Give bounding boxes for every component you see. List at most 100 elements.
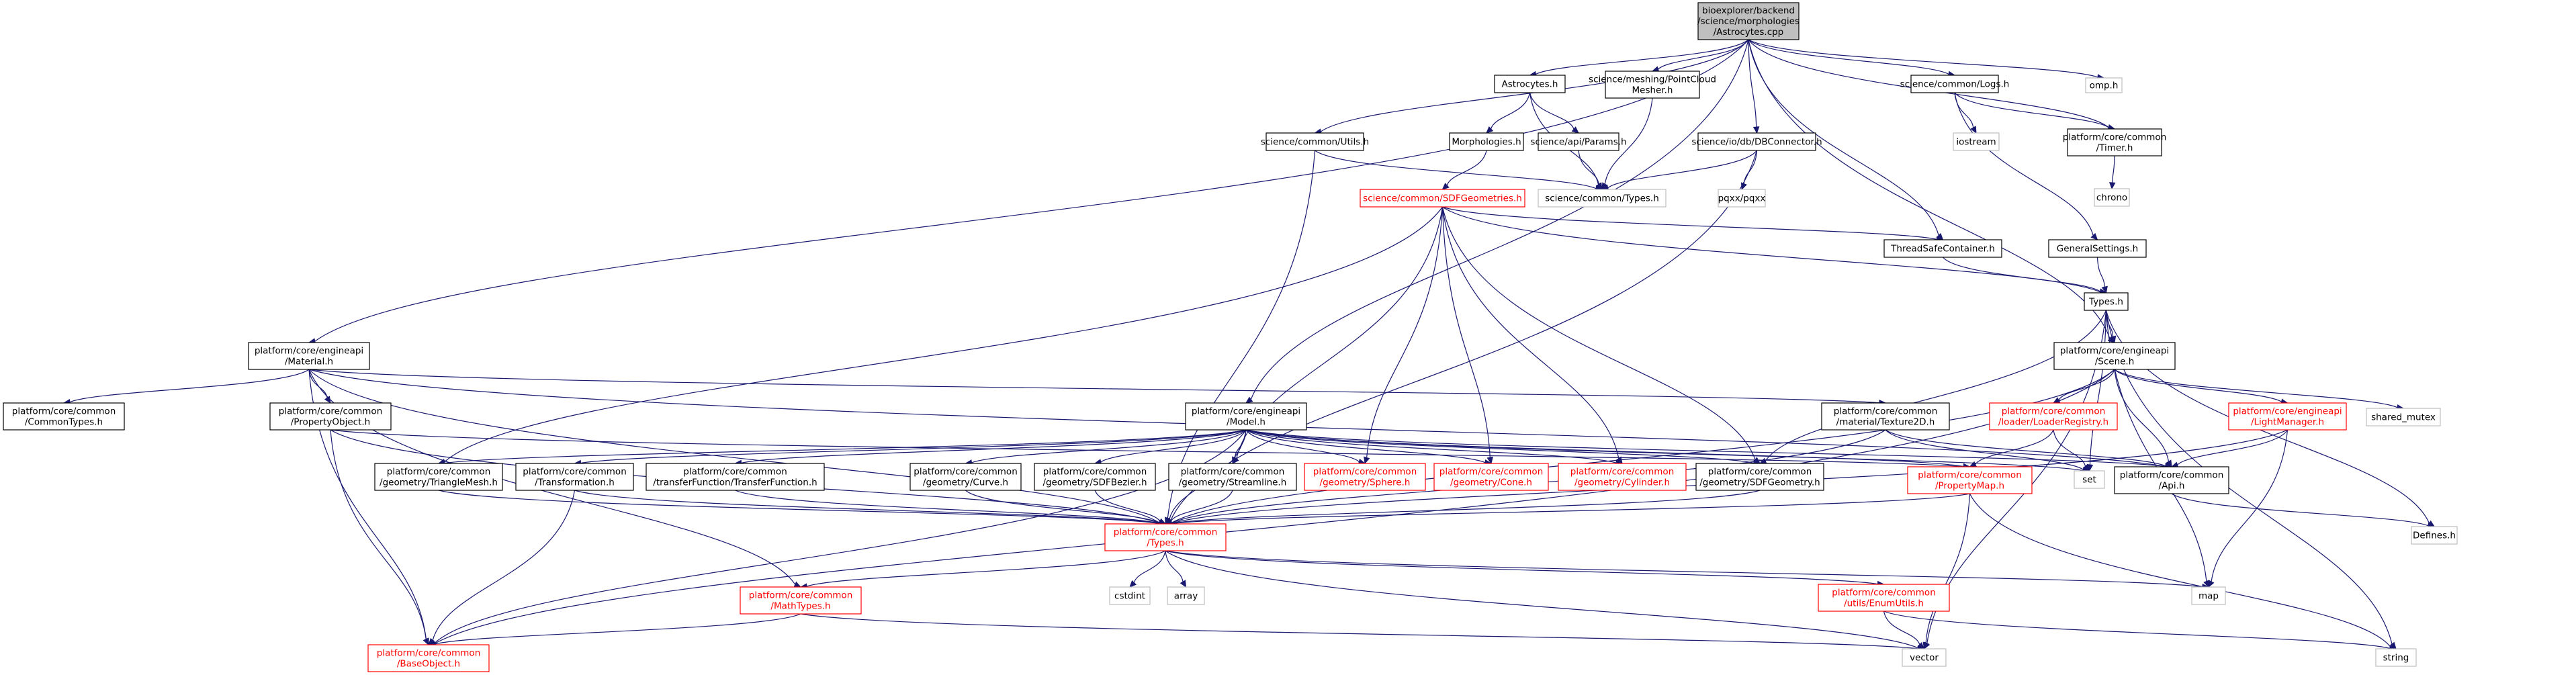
edge-sdfgeom-to-sphere	[1366, 206, 1444, 458]
node-types-h[interactable]: Types.h	[2084, 292, 2129, 311]
node-label: platform/core/common	[749, 590, 853, 601]
node-label: platform/core/common	[1834, 406, 1938, 417]
node-cone[interactable]: platform/core/common/geometry/Cone.h	[1433, 463, 1549, 491]
node-box	[1989, 402, 2118, 431]
node-box	[1910, 75, 1999, 93]
node-label: /geometry/Streamline.h	[1179, 478, 1287, 488]
edge-common_types-to-cstdint	[1133, 550, 1166, 583]
node-astrocytes-h[interactable]: Astrocytes.h	[1494, 75, 1566, 93]
node-morphologies[interactable]: Morphologies.h	[1449, 132, 1524, 151]
node-box	[2366, 408, 2441, 426]
node-curve[interactable]: platform/core/common/geometry/Curve.h	[909, 463, 1022, 491]
node-trianglemesh[interactable]: platform/core/common/geometry/TriangleMe…	[374, 463, 503, 491]
node-commontypes[interactable]: platform/core/common/CommonTypes.h	[3, 402, 125, 431]
node-utils[interactable]: science/common/Utils.h	[1261, 132, 1369, 151]
node-label: map	[2199, 591, 2219, 602]
node-label: /Material.h	[285, 357, 333, 367]
node-transformation[interactable]: platform/core/common/Transformation.h	[515, 463, 634, 491]
node-lightmgr[interactable]: platform/core/engineapi/LightManager.h	[2228, 402, 2347, 431]
edge-root-to-pointcloud	[1658, 39, 1749, 70]
node-label: Mesher.h	[1632, 85, 1673, 96]
node-box	[1538, 132, 1619, 151]
node-sdfgeom[interactable]: science/common/SDFGeometries.h	[1360, 189, 1525, 208]
node-box	[2074, 470, 2105, 489]
node-model[interactable]: platform/core/engineapi/Model.h	[1185, 402, 1307, 431]
node-streamline[interactable]: platform/core/common/geometry/Streamline…	[1168, 463, 1297, 491]
edge-loaderreg-to-propmap	[1975, 429, 2054, 465]
node-timer[interactable]: platform/core/common/Timer.h	[2063, 128, 2167, 156]
edge-scene-to-lightmgr	[2114, 369, 2282, 402]
edge-enumutils-to-string	[1883, 611, 2391, 649]
node-label: platform/core/engineapi	[1192, 406, 1300, 417]
arrowhead-dbconn-to-pqxx	[1740, 182, 1747, 191]
node-box	[1185, 402, 1307, 431]
edge-params-to-sci_types	[1578, 150, 1599, 185]
node-box	[1034, 463, 1156, 491]
node-label: /material/Texture2D.h	[1836, 417, 1935, 428]
node-dbconn[interactable]: science/io/db/DBConnector.h	[1691, 132, 1822, 151]
node-texture2d[interactable]: platform/core/common/material/Texture2D.…	[1821, 402, 1950, 431]
node-mathtypes[interactable]: platform/core/common/MathTypes.h	[740, 586, 862, 615]
edge-sdfgeometry-to-common_types	[1171, 490, 1761, 525]
edge-model-to-set	[1245, 429, 2084, 471]
node-box	[1558, 463, 1687, 491]
edge-loaderreg-to-set	[2053, 429, 2086, 467]
node-baseobject[interactable]: platform/core/common/BaseObject.h	[367, 644, 490, 672]
node-enumutils[interactable]: platform/core/common/utils/EnumUtils.h	[1818, 584, 1950, 612]
node-label: platform/core/common	[1439, 467, 1544, 478]
node-root[interactable]: bioexplorer/backend/science/morphologies…	[1697, 2, 1800, 40]
node-box	[2375, 648, 2417, 667]
node-set: set	[2074, 470, 2105, 489]
node-scene[interactable]: platform/core/engineapi/Scene.h	[2053, 342, 2176, 370]
node-sdfbezier[interactable]: platform/core/common/geometry/SDFBezier.…	[1034, 463, 1156, 491]
edge-model-to-trianglemesh	[444, 429, 1247, 464]
node-label: array	[1174, 591, 1198, 602]
node-label: /geometry/Sphere.h	[1320, 478, 1411, 488]
node-box	[1538, 189, 1667, 208]
node-label: /Astrocytes.cpp	[1714, 27, 1784, 38]
node-sphere[interactable]: platform/core/common/geometry/Sphere.h	[1304, 463, 1426, 491]
node-label: /CommonTypes.h	[25, 417, 103, 428]
node-box	[1697, 132, 1816, 151]
node-box	[1902, 648, 1947, 667]
edge-material-to-texture2d	[308, 369, 1880, 404]
arrowhead-root-to-model	[1245, 396, 1253, 404]
node-defines: Defines.h	[2411, 526, 2458, 545]
edge-model-to-api	[1245, 429, 2166, 467]
node-loaderreg[interactable]: platform/core/common/loader/LoaderRegist…	[1989, 402, 2118, 431]
node-cylinder[interactable]: platform/core/common/geometry/Cylinder.h	[1558, 463, 1687, 491]
node-label: /Transformation.h	[535, 478, 615, 488]
node-gensettings[interactable]: GeneralSettings.h	[2048, 239, 2147, 258]
edge-logs-to-gensettings	[1954, 92, 2094, 236]
node-box	[2411, 526, 2458, 545]
node-label: /loader/LoaderRegistry.h	[1998, 417, 2108, 428]
node-propobject[interactable]: platform/core/common/PropertyObject.h	[269, 402, 392, 431]
edge-scene-to-shared_mutex	[2114, 369, 2398, 408]
node-box	[2228, 402, 2347, 431]
edge-trianglemesh-to-common_types	[438, 490, 1160, 525]
node-api[interactable]: platform/core/common/Api.h	[2114, 466, 2229, 494]
edge-model-to-cone	[1245, 429, 1486, 463]
node-propmap[interactable]: platform/core/common/PropertyMap.h	[1907, 466, 2033, 494]
node-threadsafe[interactable]: ThreadSafeContainer.h	[1883, 239, 2002, 258]
node-params[interactable]: science/api/Params.h	[1530, 132, 1627, 151]
node-label: platform/core/common	[377, 648, 481, 659]
edge-propobject-to-baseobject	[330, 429, 427, 639]
arrowhead-sdfbezier-to-common_types	[1158, 518, 1167, 525]
node-label: cstdint	[1114, 591, 1145, 602]
node-label: /PropertyMap.h	[1935, 481, 2004, 492]
node-common-types[interactable]: platform/core/common/Types.h	[1104, 523, 1227, 551]
node-material[interactable]: platform/core/engineapi/Material.h	[248, 342, 370, 370]
node-sdfgeometry[interactable]: platform/core/common/geometry/SDFGeometr…	[1695, 463, 1824, 491]
node-box	[1167, 586, 1205, 605]
edge-root-to-omp	[1748, 39, 2098, 78]
arrowhead-common_types-to-cstdint	[1129, 580, 1137, 588]
edge-utils-to-sci_types	[1315, 150, 1597, 189]
node-box	[1821, 402, 1950, 431]
edge-pointcloud-to-sci_types	[1604, 97, 1653, 185]
node-label: platform/core/engineapi	[255, 346, 363, 357]
node-logs[interactable]: science/common/Logs.h	[1900, 75, 2010, 93]
node-transferfn[interactable]: platform/core/common/transferFunction/Tr…	[646, 463, 825, 491]
